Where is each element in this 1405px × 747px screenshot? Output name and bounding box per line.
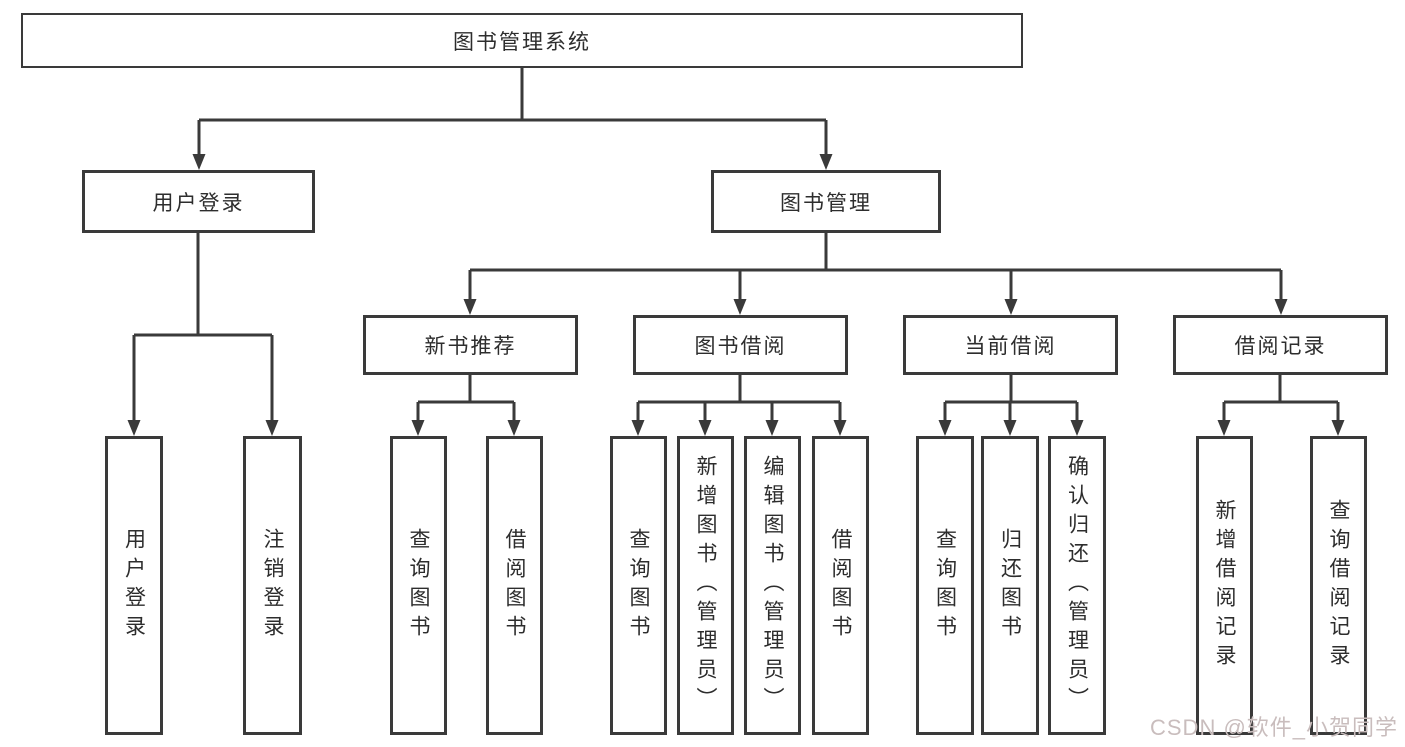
node-borrow-records: 借阅记录: [1173, 315, 1388, 375]
csdn-watermark: CSDN @软件_小贺同学: [1150, 715, 1399, 740]
leaf-borrow-books-2: 借阅图书: [812, 436, 869, 735]
leaf-return-books: 归还图书: [981, 436, 1039, 735]
leaf-edit-book-admin: 编辑图书（管理员）: [744, 436, 801, 735]
node-current-borrow: 当前借阅: [903, 315, 1118, 375]
node-book-management: 图书管理: [711, 170, 941, 233]
leaf-query-books-1: 查询图书: [390, 436, 447, 735]
leaf-add-book-admin: 新增图书（管理员）: [677, 436, 734, 735]
leaf-confirm-return-admin: 确认归还（管理员）: [1048, 436, 1106, 735]
leaf-query-books-3: 查询图书: [916, 436, 974, 735]
node-book-borrow: 图书借阅: [633, 315, 848, 375]
node-library-system: 图书管理系统: [21, 13, 1023, 68]
node-new-book-recommend: 新书推荐: [363, 315, 578, 375]
node-user-login: 用户登录: [82, 170, 315, 233]
leaf-logout: 注销登录: [243, 436, 302, 735]
leaf-add-borrow-record: 新增借阅记录: [1196, 436, 1253, 735]
leaf-user-login: 用户登录: [105, 436, 163, 735]
leaf-query-books-2: 查询图书: [610, 436, 667, 735]
leaf-query-borrow-record: 查询借阅记录: [1310, 436, 1367, 735]
leaf-borrow-books-1: 借阅图书: [486, 436, 543, 735]
